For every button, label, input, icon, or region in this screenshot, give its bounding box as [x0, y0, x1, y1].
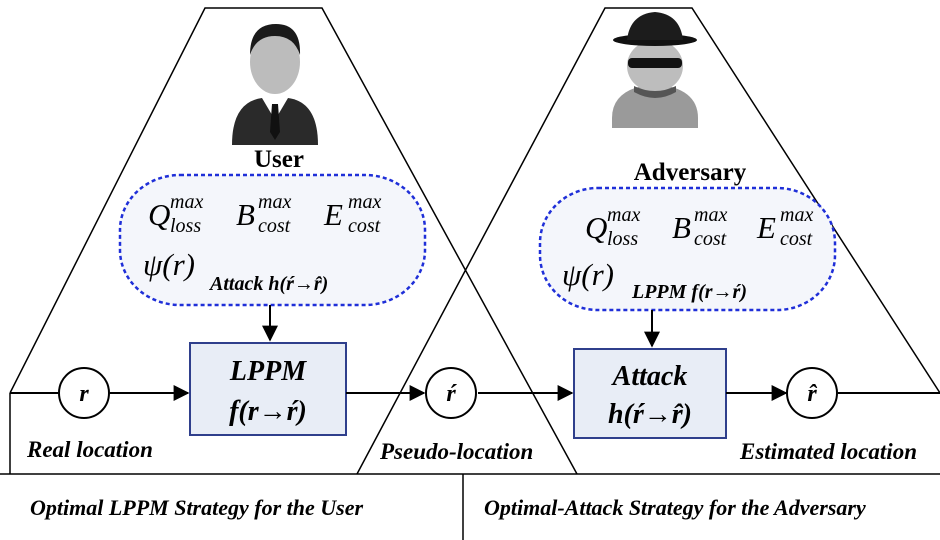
- svg-text:r̂: r̂: [807, 381, 817, 407]
- user-avatar-icon: [232, 24, 318, 145]
- pseudo-location-label: Pseudo-location: [379, 439, 533, 464]
- svg-text:max: max: [348, 191, 381, 213]
- node-estimated: r̂: [786, 367, 838, 419]
- svg-text:max: max: [607, 204, 640, 226]
- user-q-loss: Q: [148, 197, 170, 232]
- node-pseudo: ŕ: [425, 367, 477, 419]
- attack-box: Attack h(ŕ→r̂): [573, 348, 727, 439]
- lppm-title: LPPM: [229, 356, 307, 387]
- adversary-b-cost: B: [672, 210, 691, 245]
- svg-text:cost: cost: [258, 215, 291, 237]
- svg-text:ŕ: ŕ: [446, 381, 457, 407]
- user-parameter-cloud: [118, 173, 427, 307]
- user-b-cost: B: [236, 197, 255, 232]
- real-location-label: Real location: [26, 437, 153, 462]
- attack-func: h(ŕ→r̂): [608, 399, 692, 430]
- user-params: Q max loss B max cost E max cost ψ(r) At…: [143, 191, 381, 295]
- attack-title: Attack: [611, 361, 688, 392]
- adversary-pyramid: [356, 7, 940, 475]
- svg-text:cost: cost: [780, 228, 813, 250]
- adversary-avatar-icon: [612, 12, 698, 128]
- svg-text:max: max: [694, 204, 727, 226]
- user-title: User: [254, 146, 304, 173]
- svg-text:max: max: [170, 191, 203, 213]
- adversary-parameter-cloud: [538, 186, 837, 312]
- svg-text:loss: loss: [607, 228, 638, 250]
- adversary-psi: ψ(r): [562, 257, 614, 292]
- user-psi: ψ(r): [143, 247, 195, 282]
- svg-text:max: max: [780, 204, 813, 226]
- lppm-box: LPPM f(r→ŕ): [189, 342, 347, 436]
- user-strategy-caption: Optimal LPPM Strategy for the User: [30, 495, 363, 520]
- adversary-title: Adversary: [634, 159, 747, 186]
- adversary-params: Q max loss B max cost E max cost ψ(r) LP…: [562, 204, 813, 303]
- user-pyramid: [9, 7, 578, 475]
- svg-text:loss: loss: [170, 215, 201, 237]
- node-real: r: [58, 367, 110, 419]
- adversary-strategy-caption: Optimal-Attack Strategy for the Adversar…: [484, 495, 866, 520]
- svg-text:r: r: [79, 381, 89, 407]
- estimated-location-label: Estimated location: [739, 439, 917, 464]
- adversary-lppm-label: LPPM f(r→ŕ): [631, 281, 747, 303]
- svg-text:cost: cost: [694, 228, 727, 250]
- lppm-func: f(r→ŕ): [229, 396, 307, 427]
- adversary-e-cost: E: [756, 210, 776, 245]
- adversary-q-loss: Q: [585, 210, 607, 245]
- user-e-cost: E: [323, 197, 343, 232]
- svg-text:max: max: [258, 191, 291, 213]
- svg-text:cost: cost: [348, 215, 381, 237]
- strategy-frame: [0, 393, 940, 540]
- user-attack-label: Attack h(ŕ→r̂): [208, 273, 328, 295]
